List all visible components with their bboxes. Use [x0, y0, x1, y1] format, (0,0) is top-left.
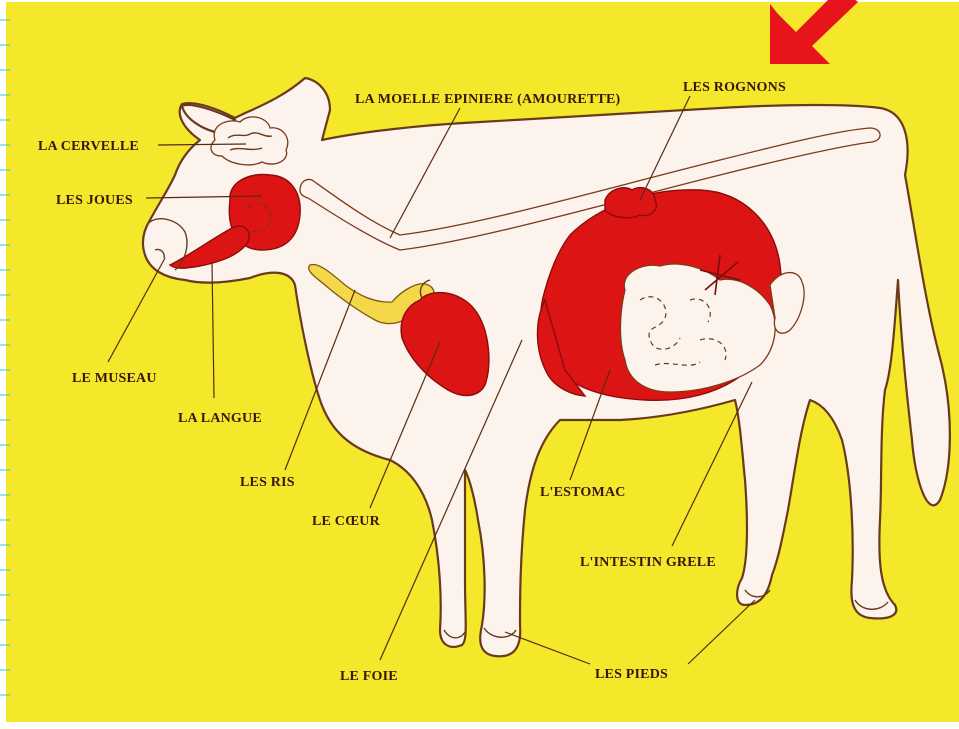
label-museau: LE MUSEAU [72, 371, 157, 386]
label-estomac: L'ESTOMAC [540, 485, 626, 500]
label-langue: LA LANGUE [178, 411, 262, 426]
label-pieds: LES PIEDS [595, 667, 668, 682]
label-cervelle: LA CERVELLE [38, 139, 139, 154]
label-intestin: L'INTESTIN GRELE [580, 555, 716, 570]
label-ris: LES RIS [240, 475, 295, 490]
label-rognons: LES ROGNONS [683, 80, 786, 95]
kidney-shape [605, 188, 656, 218]
label-coeur: LE CŒUR [312, 514, 381, 529]
label-foie: LE FOIE [340, 669, 398, 684]
label-moelle: LA MOELLE EPINIERE (AMOURETTE) [355, 92, 621, 107]
label-joues: LES JOUES [56, 193, 133, 208]
